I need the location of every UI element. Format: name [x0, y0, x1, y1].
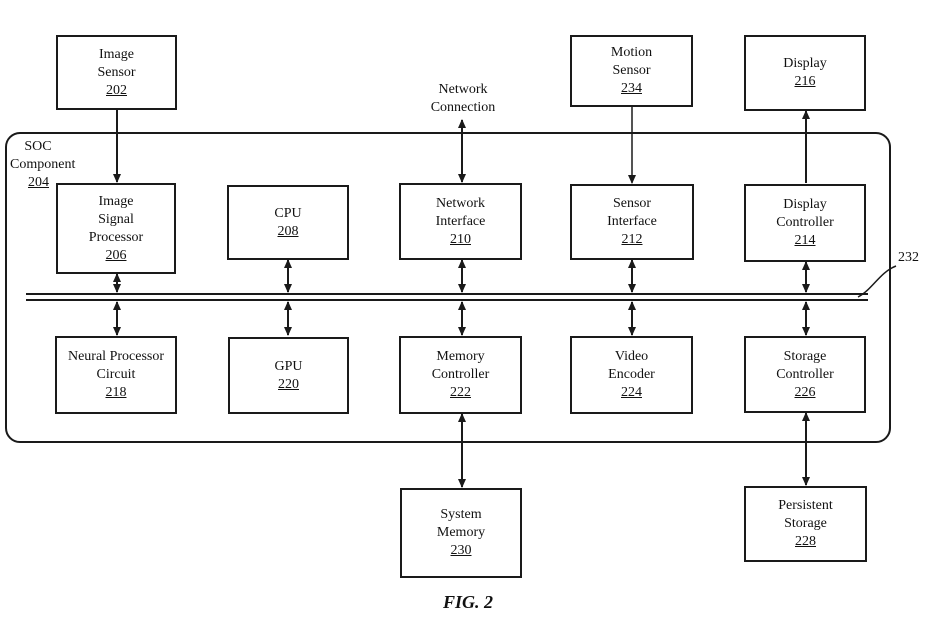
bus-ref-label: 232 [898, 250, 919, 265]
block-ref-number: 230 [450, 543, 472, 558]
block-label-line: Persistent [778, 498, 833, 513]
block-label-line: Memory [436, 349, 485, 364]
system-bus [26, 293, 868, 301]
soc-label: SOC Component 204 [0, 138, 76, 192]
block-label-line: Signal [98, 211, 134, 227]
block-label-line: Interface [435, 213, 486, 229]
block-ref-number: 202 [106, 82, 127, 98]
block-label-line: Interface [607, 214, 657, 229]
block-label-line: GPU [274, 358, 303, 374]
gpu-block: GPU 220 [228, 337, 349, 414]
block-label-line: Sensor [612, 196, 652, 211]
block-ref-number: 220 [278, 376, 299, 392]
soc-name: SOC Component [10, 139, 76, 172]
soc-ref: 204 [28, 175, 49, 190]
block-label-line: Sensor [612, 63, 651, 78]
block-label-line: Image [98, 193, 134, 209]
block-ref-number: 218 [105, 385, 127, 400]
block-label-line: Encoder [608, 367, 655, 382]
block-ref-number: 224 [621, 385, 642, 400]
block-label-line: Storage [784, 516, 827, 531]
block-ref-number: 206 [105, 247, 127, 263]
block-ref-number: 208 [277, 223, 299, 239]
bus-ref-leader [857, 265, 897, 298]
block-ref-number: 228 [795, 534, 816, 549]
block-ref-number: 226 [794, 384, 816, 400]
block-ref-number: 222 [450, 385, 471, 400]
block-label-line: Network [436, 195, 485, 211]
block-label-line: Sensor [97, 64, 136, 80]
block-label-line: Image [99, 46, 134, 62]
network-connection-label: Network Connection [414, 81, 512, 117]
network-connection-text: Network Connection [430, 82, 496, 115]
soc-boundary [5, 132, 891, 443]
block-label-line: Display [783, 56, 827, 71]
block-label-line: Memory [436, 525, 486, 540]
block-ref-number: 210 [450, 231, 471, 247]
figure-caption: FIG. 2 [442, 592, 493, 612]
display-block: Display 216 [744, 35, 866, 111]
block-label-line: Controller [776, 366, 834, 382]
block-ref-number: 234 [621, 81, 642, 96]
block-label-line: System [440, 507, 482, 522]
block-label-line: Controller [776, 215, 834, 230]
block-label-line: Neural Processor [67, 349, 165, 364]
cpu-block: CPU 208 [227, 185, 349, 260]
block-label-line: Motion [610, 45, 653, 60]
block-label-line: Display [783, 197, 827, 212]
block-ref-number: 216 [794, 74, 816, 89]
block-label-line: Circuit [96, 367, 136, 382]
block-label-line: CPU [274, 205, 302, 221]
block-label-line: Processor [88, 229, 144, 245]
block-label-line: Controller [431, 367, 490, 382]
block-label-line: Video [614, 349, 649, 364]
block-ref-number: 214 [794, 233, 816, 248]
block-ref-number: 212 [621, 232, 643, 247]
block-label-line: Storage [783, 348, 827, 364]
